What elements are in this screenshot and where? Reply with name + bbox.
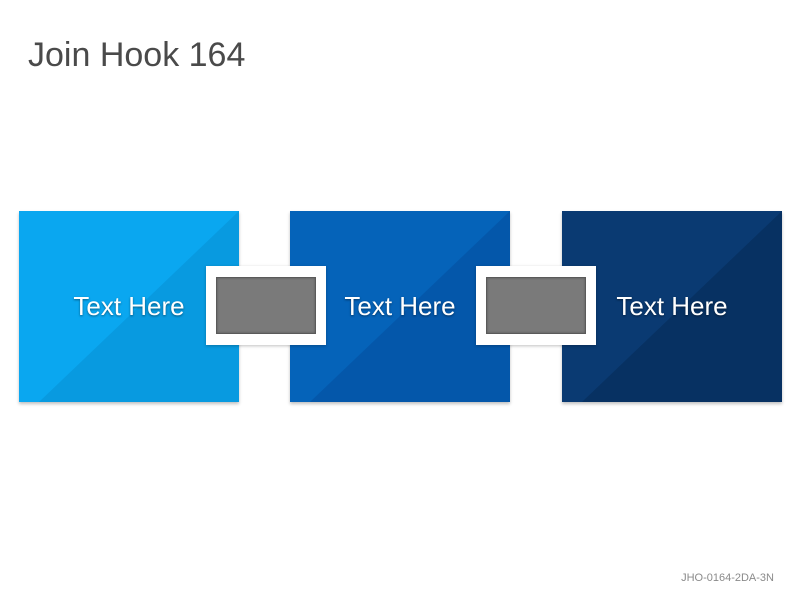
connector-1-frame bbox=[206, 266, 326, 345]
block-2-label: Text Here bbox=[344, 291, 456, 321]
connector-2-placeholder bbox=[486, 277, 586, 334]
connector-1-placeholder bbox=[216, 277, 316, 334]
footer-code: JHO-0164-2DA-3N bbox=[681, 572, 774, 584]
slide-title: Join Hook 164 bbox=[28, 36, 246, 74]
block-1-label: Text Here bbox=[73, 291, 185, 321]
block-3-label: Text Here bbox=[616, 291, 728, 321]
connector-2-frame bbox=[476, 266, 596, 345]
